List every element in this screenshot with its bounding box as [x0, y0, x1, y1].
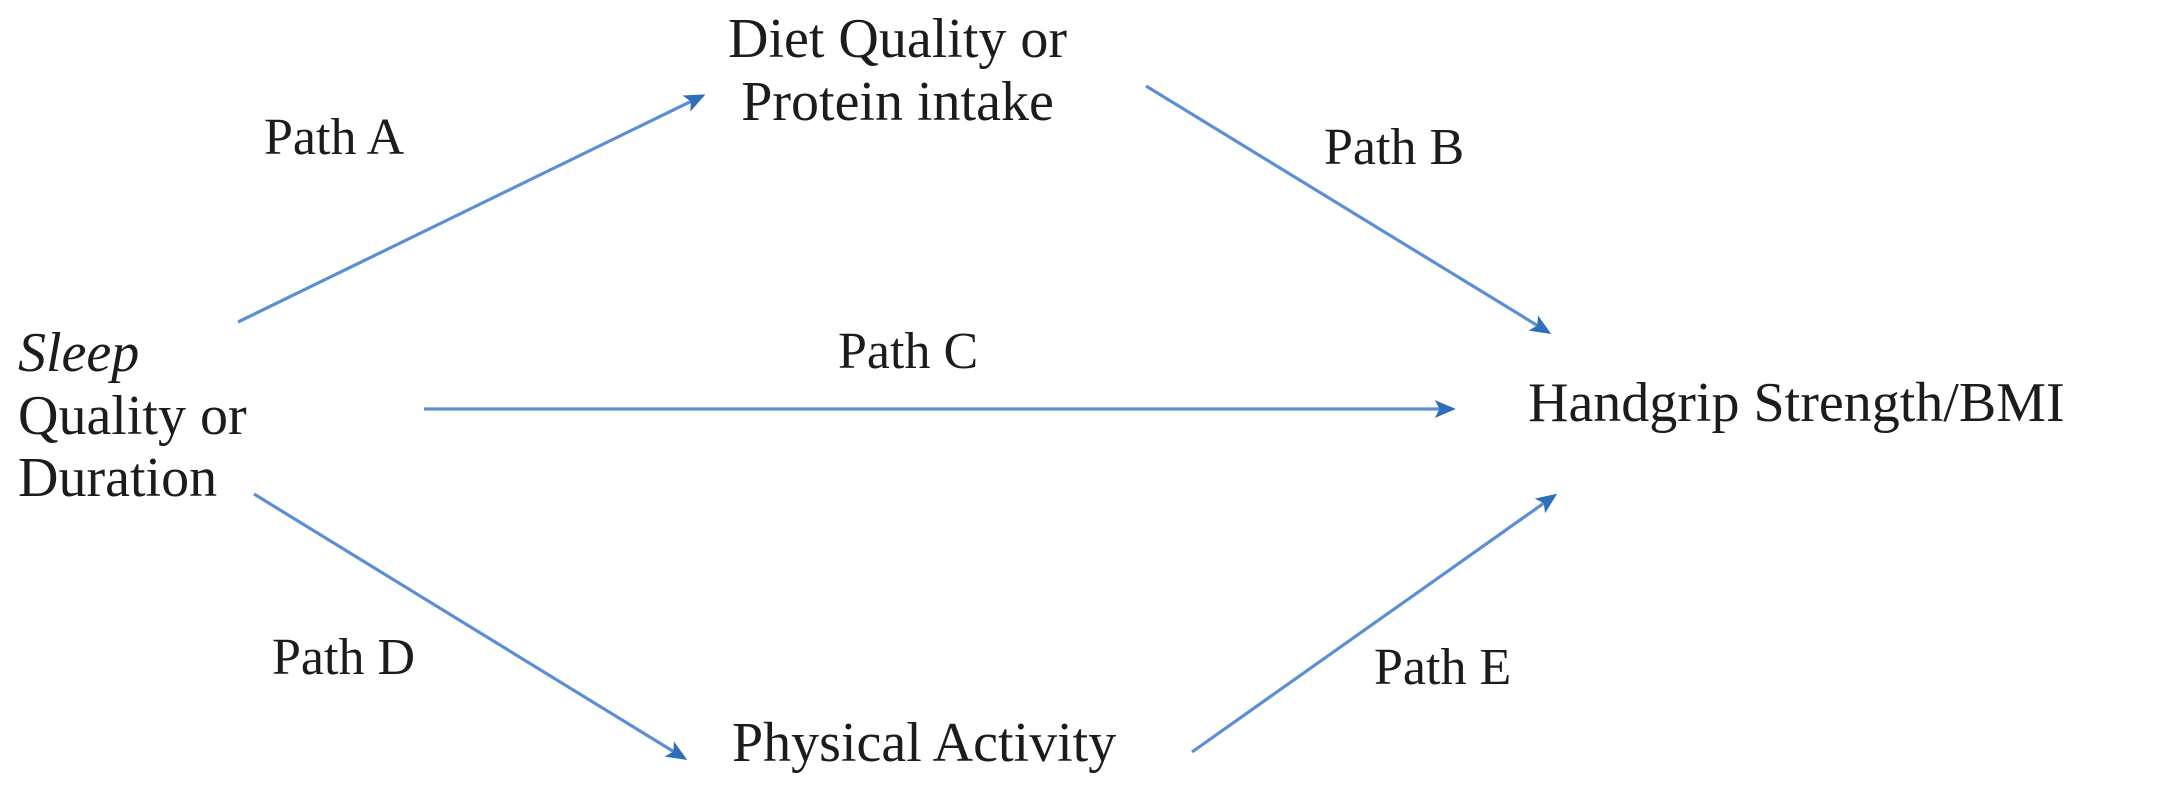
arrow-path-d	[253, 492, 688, 761]
node-sleep-quality-or-duration: Sleep Quality or Duration	[18, 322, 247, 510]
node-physical-activity: Physical Activity	[732, 712, 1116, 775]
node-sleep-line-1: Sleep	[18, 322, 140, 384]
path-label-b: Path B	[1324, 119, 1465, 176]
node-sleep-line-2: Quality or	[18, 384, 247, 447]
node-activity-line-1: Physical Activity	[732, 712, 1117, 774]
path-label-c: Path C	[838, 323, 979, 380]
arrow-path-a	[237, 94, 706, 324]
arrow-path-b	[1145, 84, 1552, 335]
node-handgrip-line-1: Handgrip Strength/BMI	[1528, 372, 2065, 434]
arrow-path-e	[1191, 493, 1558, 754]
path-label-e: Path E	[1374, 639, 1512, 696]
node-sleep-line-3: Duration	[18, 447, 218, 510]
path-label-d: Path D	[272, 629, 415, 686]
node-handgrip-strength-bmi: Handgrip Strength/BMI	[1528, 372, 2065, 435]
node-diet-line-2: Protein intake	[741, 70, 1054, 133]
path-label-a: Path A	[264, 109, 405, 166]
node-diet-line-1: Diet Quality or	[728, 8, 1068, 70]
node-diet-quality-or-protein-intake: Diet Quality or Protein intake	[728, 8, 1067, 133]
